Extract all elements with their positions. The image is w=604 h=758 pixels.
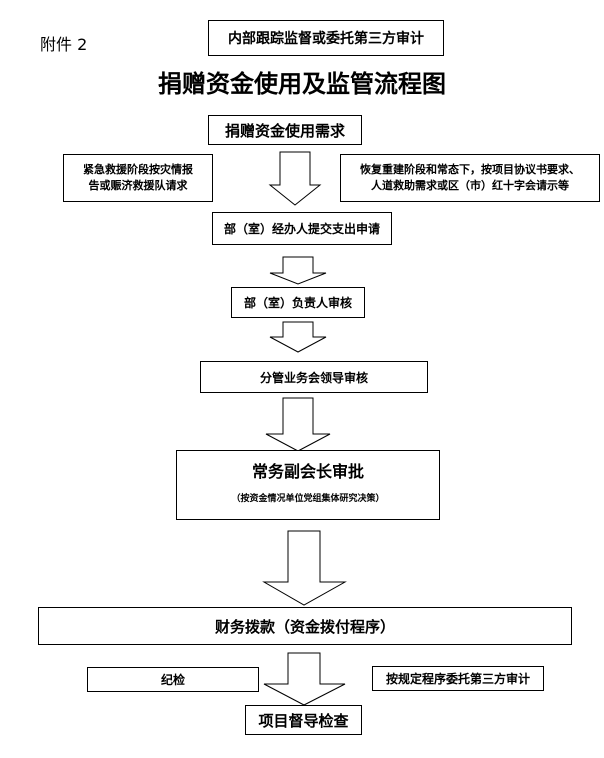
department-head-review-label: 部（室）负责人审核	[243, 296, 352, 310]
third-party-audit-top-label: 内部跟踪监督或委托第三方审计	[228, 31, 424, 47]
department-head-review-box: 部（室）负责人审核	[231, 287, 365, 318]
recovery-stage-line-2: 人道救助需求或区（市）红十字会请示等	[371, 179, 569, 192]
arrow-payment-to-inspection	[263, 652, 346, 706]
emergency-stage-line-1: 紧急救援阶段按灾情报	[83, 163, 193, 176]
discipline-inspection-label: 纪检	[160, 673, 185, 687]
third-party-audit-top-box: 内部跟踪监督或委托第三方审计	[208, 20, 444, 56]
arrow-demand-to-apply	[268, 151, 322, 206]
arrow-apply-to-dept	[269, 256, 327, 285]
leader-review-box: 分管业务会领导审核	[200, 361, 428, 393]
third-party-audit-box: 按规定程序委托第三方审计	[372, 666, 544, 691]
discipline-inspection-box: 纪检	[87, 667, 259, 692]
donation-demand-box: 捐赠资金使用需求	[208, 115, 362, 145]
vp-approval-note: （按资金情况单位党组集体研究决策）	[231, 494, 385, 504]
vp-approval-label: 常务副会长审批	[251, 462, 364, 481]
attachment-label: 附件 2	[40, 35, 88, 54]
third-party-audit-label: 按规定程序委托第三方审计	[385, 672, 530, 686]
finance-payment-label: 财务拨款（资金拨付程序）	[214, 617, 395, 636]
emergency-stage-line-2: 告或赈济救援队请求	[88, 179, 188, 192]
arrow-leader-to-vp	[265, 397, 331, 452]
emergency-stage-box: 紧急救援阶段按灾情报 告或赈济救援队请求	[63, 154, 213, 202]
project-inspection-label: 项目督导检查	[258, 711, 349, 730]
arrow-dept-to-leader	[269, 321, 327, 353]
leader-review-label: 分管业务会领导审核	[259, 370, 368, 385]
expense-application-box: 部（室）经办人提交支出申请	[212, 212, 392, 245]
expense-application-label: 部（室）经办人提交支出申请	[223, 222, 380, 236]
recovery-stage-line-1: 恢复重建阶段和常态下，按项目协议书要求、	[360, 163, 580, 176]
donation-demand-label: 捐赠资金使用需求	[224, 121, 345, 140]
vp-approval-box: 常务副会长审批 （按资金情况单位党组集体研究决策）	[176, 450, 440, 520]
recovery-stage-box: 恢复重建阶段和常态下，按项目协议书要求、 人道救助需求或区（市）红十字会请示等	[340, 154, 600, 202]
finance-payment-box: 财务拨款（资金拨付程序）	[38, 607, 572, 645]
page-title: 捐赠资金使用及监管流程图	[158, 70, 446, 98]
arrow-vp-to-payment	[262, 530, 347, 606]
project-inspection-box: 项目督导检查	[245, 705, 362, 735]
